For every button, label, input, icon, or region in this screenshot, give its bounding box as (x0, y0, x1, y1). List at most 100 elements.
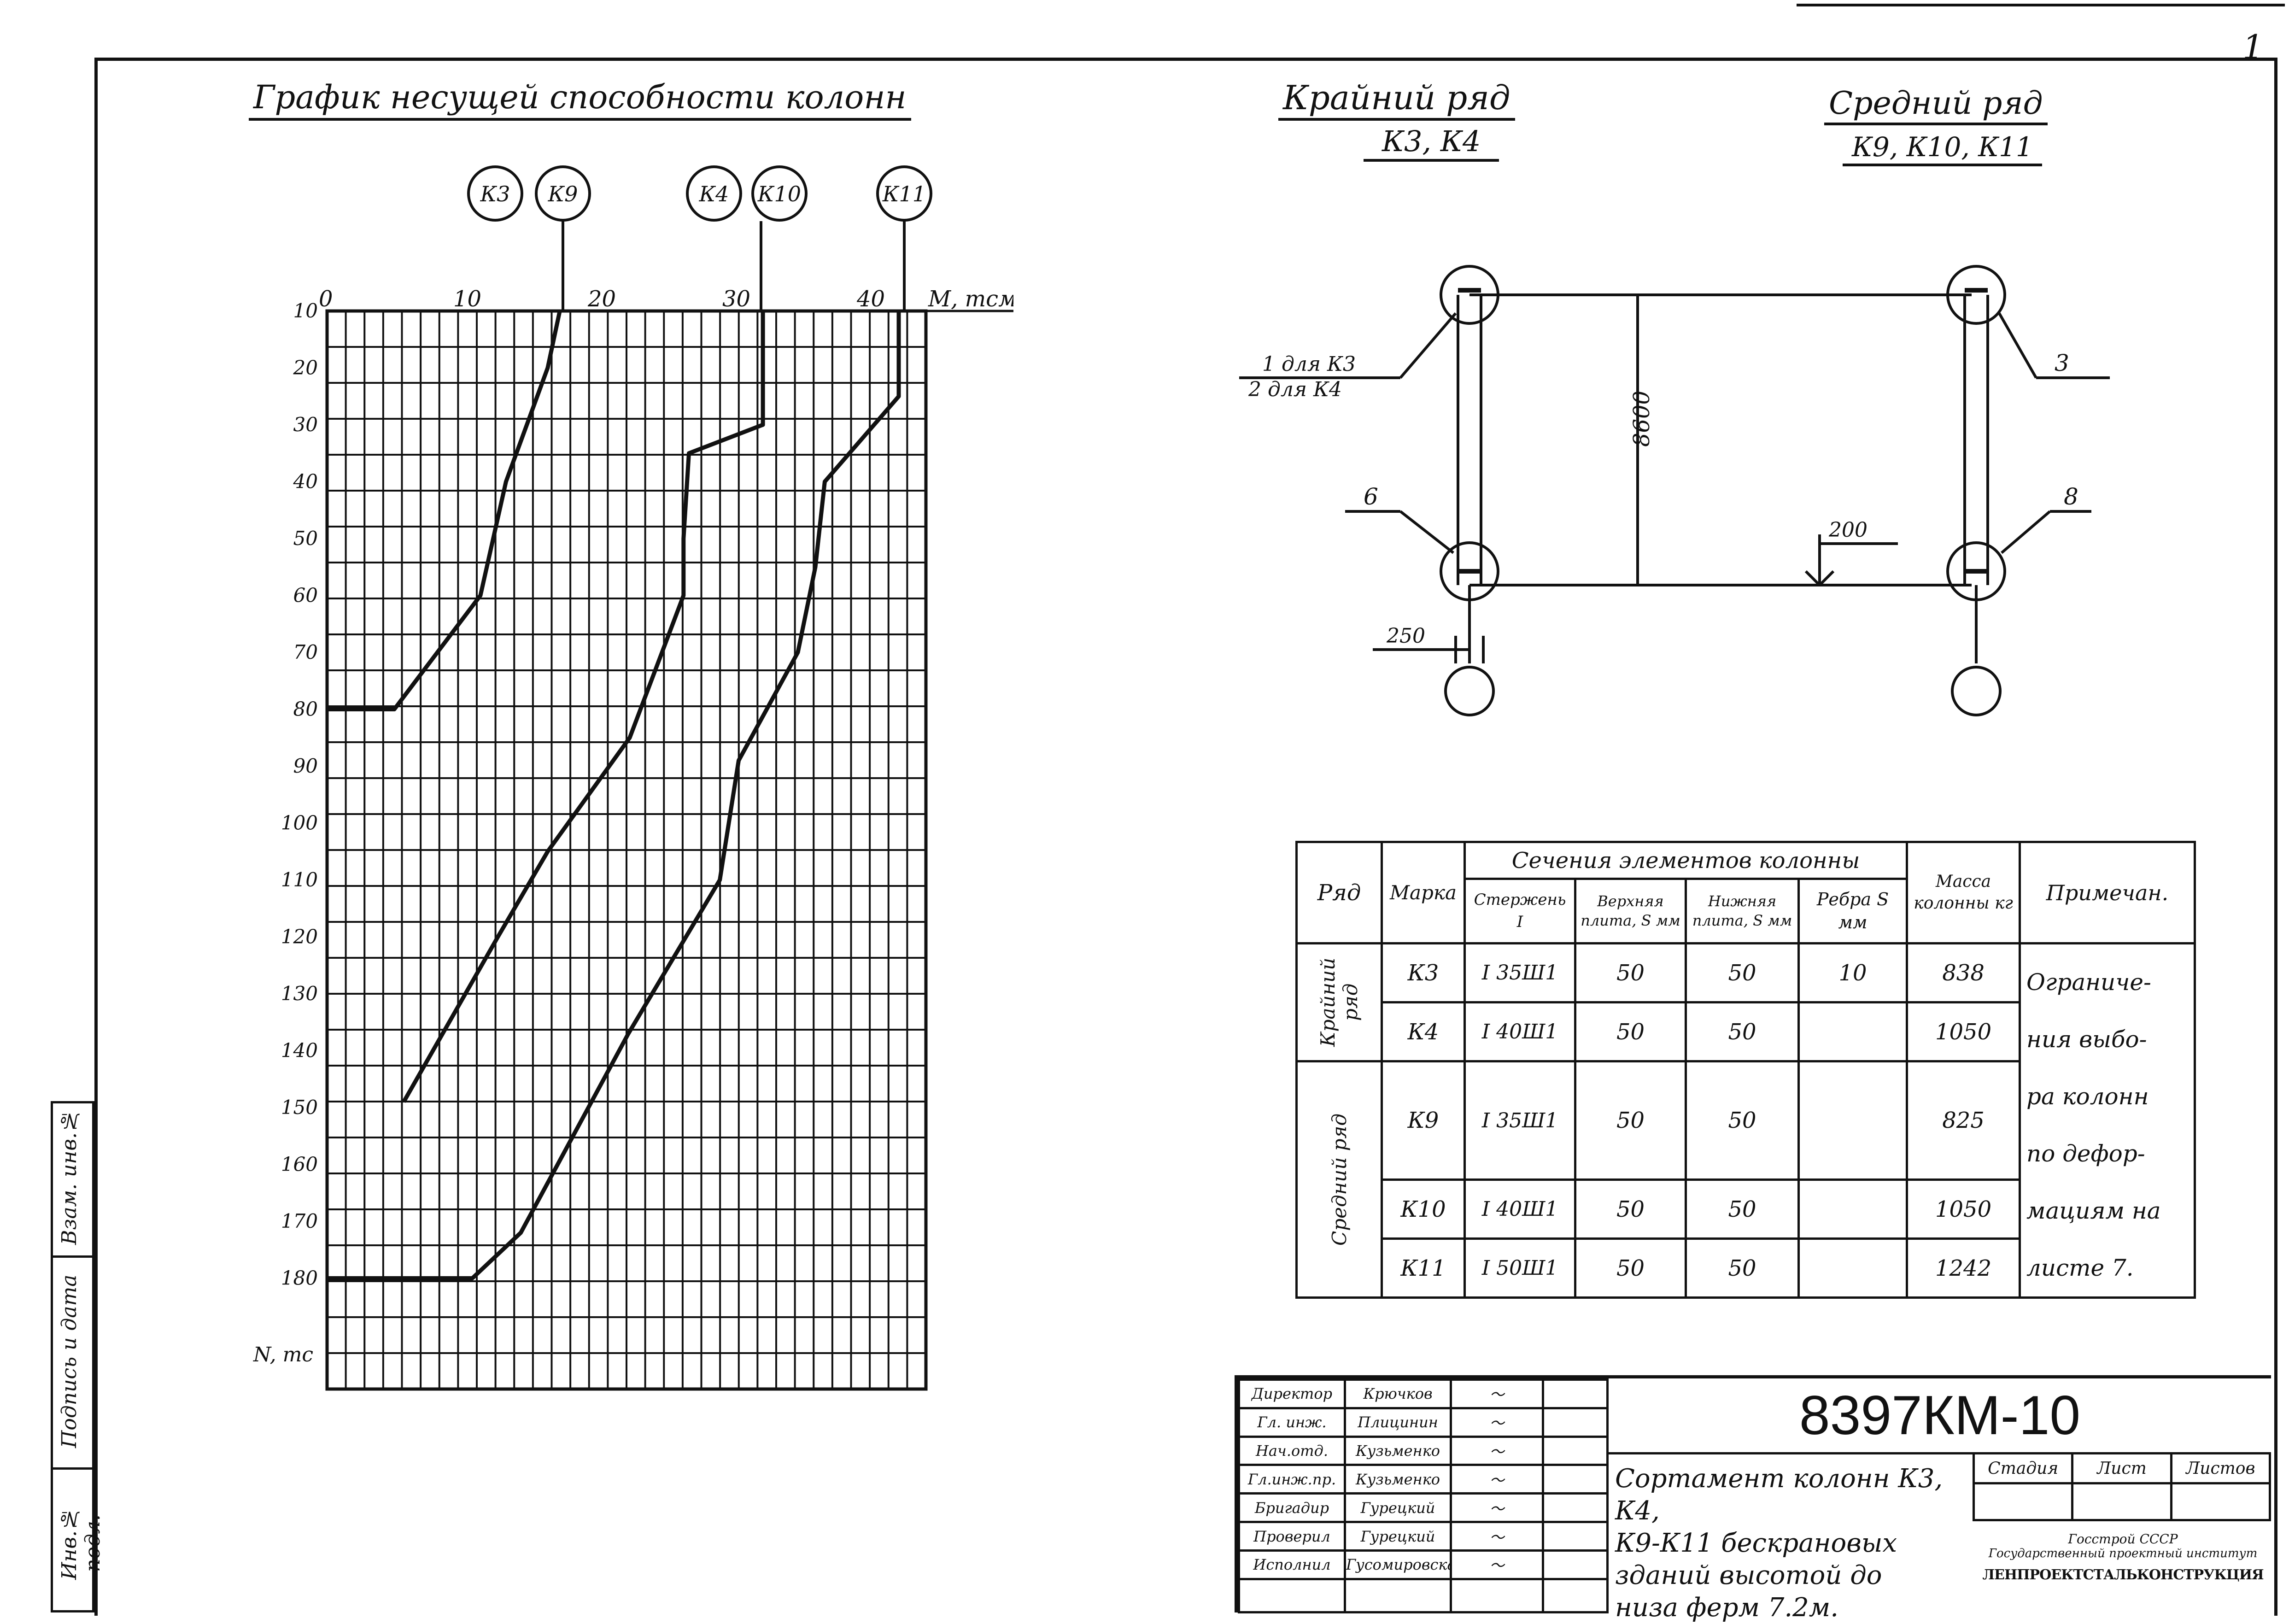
cell-mass: 1050 (1906, 1001, 2021, 1062)
group-edge: Крайний ряд (1295, 942, 1383, 1062)
cell-bottom: 50 (1685, 942, 1800, 1003)
group-mid: Средний ряд (1295, 1060, 1383, 1299)
th-ribs: Ребра S мм (1797, 878, 1908, 944)
y-tick-label: 80 (293, 698, 318, 721)
note-line: ния выбо- (2026, 1026, 2147, 1053)
signature: ～ (1450, 1407, 1544, 1438)
y-tick-label: 160 (281, 1153, 318, 1176)
note-line: мациям на (2026, 1197, 2161, 1224)
plan-column-top-left (1440, 265, 1499, 325)
cell-top: 50 (1574, 1178, 1687, 1240)
cell-mark: К3 (1381, 942, 1466, 1003)
cell-rod: I 35Ш1 (1464, 942, 1576, 1003)
plan-dim-200: 200 (1828, 518, 1867, 542)
plan-left-title: Крайний ряд (1278, 78, 1515, 121)
th-mass: Масса колонны кг (1906, 841, 2021, 944)
note-line: листе 7. (2026, 1255, 2134, 1281)
y-tick-label: 130 (281, 982, 318, 1005)
y-tick-label: 180 (281, 1267, 318, 1290)
column-plan: 1 для К3 2 для К4 3 6 8 8600 200 250 (1239, 265, 2110, 716)
th-note: Примечан. (2019, 841, 2196, 944)
column-bubble-label: К11 (882, 182, 926, 206)
y-tick-label: 100 (281, 812, 318, 834)
cell-top: 50 (1574, 1060, 1687, 1181)
y-tick-label: 50 (293, 527, 318, 550)
cell-mass: 1242 (1906, 1237, 2021, 1299)
plan-label-8: 8 (2064, 483, 2078, 510)
cell-ribs (1797, 1237, 1908, 1299)
plan-label-6: 6 (1364, 483, 1378, 510)
cell-ribs (1797, 1001, 1908, 1062)
grid-frame (325, 309, 928, 1391)
cell-rod: I 40Ш1 (1464, 1178, 1576, 1240)
y-tick-label: 120 (281, 926, 318, 948)
doc-description: Сортамент колонн К3, К4, К9-К11 бескрано… (1606, 1454, 1975, 1623)
column-bubble (876, 165, 932, 222)
plan-dim-8600: 8600 (1629, 391, 1655, 447)
y-tick-label: 70 (293, 641, 318, 663)
cell-ribs: 10 (1797, 942, 1908, 1003)
y-axis-label: N, тс (253, 1343, 313, 1366)
y-tick-label: 110 (281, 868, 318, 891)
cell-note: Ограниче- ния выбо- ра колонн по дефор- … (2019, 942, 2196, 1299)
column-bubble (467, 165, 523, 222)
cell-mark: К10 (1381, 1178, 1466, 1240)
y-tick-label: 90 (293, 755, 318, 777)
th-rod: Стержень I (1464, 878, 1576, 944)
y-tick-label: 40 (293, 470, 318, 493)
x-tick-label: 20 (587, 286, 616, 312)
cell-bottom: 50 (1685, 1060, 1800, 1181)
column-bubble-label: К3 (480, 182, 510, 206)
signature: ～ (1450, 1521, 1544, 1552)
sheet-label: Лист (2071, 1452, 2172, 1484)
plan-label-2: 2 для К4 (1248, 378, 1342, 401)
plan-dim-250: 250 (1386, 624, 1425, 648)
x-tick-label: 40 (856, 286, 885, 312)
plan-label-3: 3 (2055, 350, 2069, 376)
doc-code: 8397КМ-10 (1606, 1378, 2271, 1454)
plan-left-subtitle: К3, К4 (1364, 124, 1499, 162)
y-tick-label: 20 (293, 357, 318, 379)
y-tick-label: 150 (281, 1096, 318, 1119)
signature: ～ (1450, 1435, 1544, 1466)
note-line: ра колонн (2026, 1083, 2149, 1110)
th-rod-sub: I (1516, 912, 1523, 931)
series-line-3 (327, 311, 901, 1280)
th-mark: Марка (1381, 841, 1466, 944)
cell-bottom: 50 (1685, 1178, 1800, 1240)
stage-table: Стадия Лист Листов (1972, 1452, 2271, 1521)
cell-bottom: 50 (1685, 1237, 1800, 1299)
cell-mark: К11 (1381, 1237, 1466, 1299)
th-bottom-plate: Нижняя плита, S мм (1685, 878, 1800, 944)
th-sections: Сечения элементов колонны (1463, 841, 1908, 880)
y-tick-label: 170 (281, 1210, 318, 1232)
cell-mass: 825 (1906, 1060, 2021, 1181)
column-bubble (535, 165, 591, 222)
sheets-label: Листов (2170, 1452, 2271, 1484)
plan-label-1: 1 для К3 (1262, 352, 1356, 376)
x-tick-label: 0 (319, 286, 333, 312)
drawing-frame (94, 58, 2277, 1616)
cell-mass: 1050 (1906, 1178, 2021, 1240)
cell-ribs (1797, 1178, 1908, 1240)
cell-mark: К9 (1381, 1060, 1466, 1181)
plan-mid-subtitle: К9, К10, К11 (1843, 131, 2042, 166)
plan-column-top-right (1946, 265, 2006, 325)
column-bubble (686, 165, 742, 222)
cell-rod: I 40Ш1 (1464, 1001, 1576, 1062)
x-tick-label: 30 (722, 286, 750, 312)
cell-mark: К4 (1381, 1001, 1466, 1062)
y-tick-label: 140 (281, 1039, 318, 1062)
side-stamp: Взам. инв.№ Подпись и дата Инв.№ подл. (51, 1101, 105, 1612)
series-line-2 (402, 311, 765, 1103)
column-bubble-label: К9 (548, 182, 578, 206)
cell-top: 50 (1574, 1237, 1687, 1299)
th-rod-label: Стержень (1474, 890, 1566, 909)
signature: ～ (1450, 1492, 1544, 1524)
y-tick-label: 60 (293, 584, 318, 607)
column-bubble-label: К10 (757, 182, 801, 206)
organization: Госстрой СССР Государственный проектный … (1982, 1531, 2264, 1583)
